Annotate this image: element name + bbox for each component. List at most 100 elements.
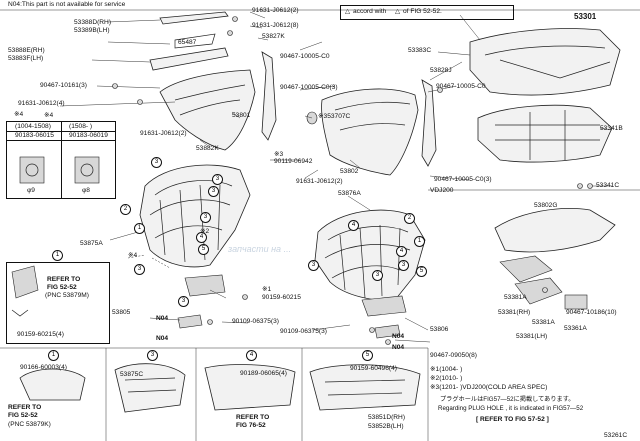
clip-table-title: ※4 [44,112,54,119]
label-90467-10186[interactable]: 90467-10186(10) [566,309,617,316]
label-53801[interactable]: 53801 [232,112,251,119]
label-91631-j0612-2b[interactable]: 91631-J0612(2) [140,130,187,137]
callout-5-b: 5 [416,266,427,277]
insulator-53341b [477,104,613,163]
callout-4-a: 4 [196,232,207,243]
label-53361a[interactable]: 53361A [564,325,587,332]
bottom-4-part[interactable]: 90159-60496(4) [350,365,397,372]
legend-text-1: accord with [353,8,387,15]
label-53882k[interactable]: 53882K [196,145,219,152]
label-65487[interactable]: 65487 [178,39,197,46]
label-91631-j0612-4[interactable]: 91631-J0612(4) [18,100,65,107]
bottom-3-fig[interactable]: FIG 76-52 [236,422,266,429]
header-notice: N04:This part is not available for servi… [8,1,126,8]
label-53827k[interactable]: 53827K [262,33,285,40]
callout-4-b: 4 [348,220,359,231]
label-53381-lh[interactable]: 53381(LH) [516,333,548,340]
label-53802g[interactable]: 53802G [534,202,558,209]
label-53381a-a[interactable]: 53381A [504,294,527,301]
callout-1-b: 1 [414,236,425,247]
watermark: запчасти на ... [228,244,292,254]
callout-3-b: 3 [212,174,223,185]
note-1: ※1(1004- ) [430,366,463,373]
callout-1-fig[interactable]: FIG 52-52 [47,284,77,291]
clip-table: (1004-1508) (1508- ) 90183-06015 90183-0… [6,121,116,199]
label-53806[interactable]: 53806 [430,326,449,333]
label-53381a-b[interactable]: 53381A [532,319,555,326]
mark-1: ※1 [262,286,272,293]
label-53388d[interactable]: 53388D(RH) [74,19,112,26]
cover-53361a [564,294,588,310]
callout-1-pnc: (PNC 53879M) [45,292,89,299]
callout-2-b: 2 [404,213,415,224]
seal-53381-rh [499,255,553,283]
bottom-1-pnc: (PNC 53879K) [8,421,51,428]
label-53802[interactable]: 53802 [340,168,359,175]
label-91631-j0612-2c[interactable]: 91631-J0612(2) [296,178,343,185]
clip-col2-dim: φ8 [82,187,90,194]
seal-53381-lh [514,277,563,305]
fender-53802 [321,88,419,176]
label-53341c[interactable]: 53341C [596,182,620,189]
label-53805[interactable]: 53805 [112,309,131,316]
bottom-callout-1: 1 [48,350,59,361]
label-n04-d: N04 [392,344,405,351]
legend-triangle-a: △ [345,8,351,15]
note-3: ※3(1201- )VDJ200(COLD AREA SPEC) [430,384,548,391]
note-en: Regarding PLUG HOLE , it is indicated in… [438,405,584,412]
bottom-4-rh[interactable]: 53851D(RH) [368,414,406,421]
callout-3-c: 3 [208,186,219,197]
callout-4-c: 4 [396,246,407,257]
bottom-3-refer: REFER TO [236,414,270,421]
label-90159-60215[interactable]: 90159-60215 [262,294,301,301]
bottom-3-part[interactable]: 90189-06065(4) [240,370,287,377]
callout-3-d: 3 [200,212,211,223]
label-90467-10005-a[interactable]: 90467-10005-C0 [280,53,330,60]
label-53389b[interactable]: 53389B(LH) [74,27,110,34]
label-91631-j0612-2a[interactable]: 91631-J0612(2) [252,7,299,14]
callout-3-h: 3 [372,270,383,281]
note-refer[interactable]: [ REFER TO FIG 57-52 ] [476,416,549,423]
callout-1-part[interactable]: 90159-60215(4) [17,331,64,338]
label-53381-rh[interactable]: 53381(RH) [498,309,531,316]
callout-5-a: 5 [198,244,209,255]
label-53707c[interactable]: ※353707C [318,113,350,121]
mark-4b: ※4 [128,252,138,259]
fender-53801 [159,69,256,151]
bottom-1-part[interactable]: 90166-60003(4) [20,364,67,371]
label-53888e[interactable]: 53888E(RH) [8,47,45,54]
label-53383c[interactable]: 53383C [408,47,432,54]
label-n04-b: N04 [156,335,169,342]
mark-4: ※4 [14,111,24,118]
label-vdj200: VDJ200 [430,187,454,194]
clip-col2-head: (1508- ) [69,123,93,130]
label-90467-09050[interactable]: 90467-09050(8) [430,352,477,359]
label-53341b[interactable]: 53341B [600,125,623,132]
label-90119-06942[interactable]: 90119-06942 [274,158,313,165]
label-53875a[interactable]: 53875A [80,240,103,247]
mark-3: ※3 [274,151,284,158]
clip-col1-part[interactable]: 90183-06015 [15,132,54,139]
label-90109-06375-b[interactable]: 90109-06375(3) [280,328,327,335]
label-90467-10005-d[interactable]: 90467-10005-C0(3) [434,176,492,183]
bottom-2-part[interactable]: 53875C [120,371,144,378]
label-53301[interactable]: 53301 [574,12,597,21]
clip-col2-part[interactable]: 90183-06019 [69,132,108,139]
note-jp: プラグホールはFIG57—52に掲載してあります。 [440,396,575,403]
label-91631-j0612-8[interactable]: 91631-J0612(8) [252,22,299,29]
label-53883f[interactable]: 53883F(LH) [8,55,44,62]
callout-1-box: REFER TO FIG 52-52 (PNC 53879M) 90159-60… [6,262,110,344]
label-90467-10005-c[interactable]: 90467-10005-C0 [436,83,486,90]
label-53876a[interactable]: 53876A [338,190,361,197]
splash-53806 [361,295,407,317]
label-90467-10005-b[interactable]: 90467-10005-C0(3) [280,84,338,91]
mark-3-prefix: ※3 [318,113,328,120]
label-53828j[interactable]: 53828J [430,67,452,74]
label-90109-06375-a[interactable]: 90109-06375(3) [232,318,279,325]
label-90467-10161[interactable]: 90467-10161(3) [40,82,87,89]
bottom-1-fig[interactable]: FIG 52-52 [8,412,38,419]
bottom-4-lh[interactable]: 53852B(LH) [368,423,404,430]
legend-text-2: of FIG 52-52. [403,8,442,15]
bottom-1-refer: REFER TO [8,404,42,411]
